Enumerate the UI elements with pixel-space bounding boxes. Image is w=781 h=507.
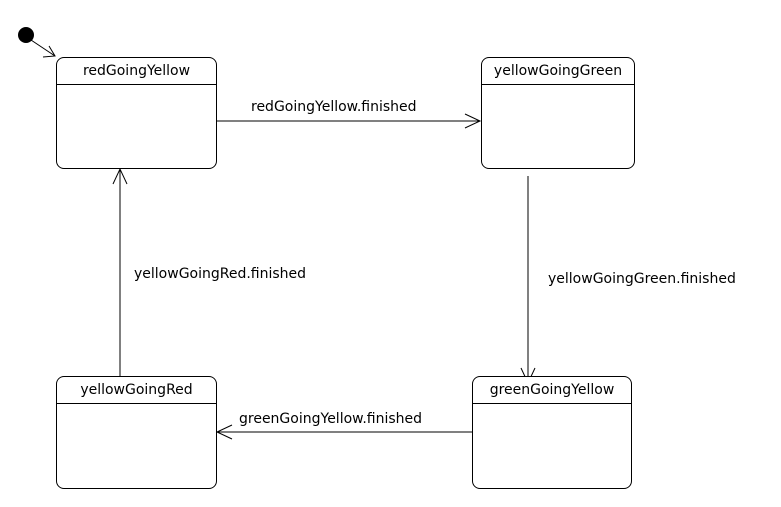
transition-label: greenGoingYellow.finished — [239, 411, 423, 427]
state-name: redGoingYellow — [57, 58, 216, 85]
initial-transition-arrowhead — [42, 45, 56, 58]
state-yellow-going-red: yellowGoingRed — [56, 376, 217, 489]
arrowhead-yellowred-to-red — [112, 167, 128, 185]
state-name: greenGoingYellow — [473, 377, 631, 404]
state-red-going-yellow: redGoingYellow — [56, 57, 217, 169]
state-yellow-going-green: yellowGoingGreen — [481, 57, 635, 169]
initial-transition-line — [30, 39, 56, 57]
state-name: yellowGoingGreen — [482, 58, 634, 85]
arrowhead-green-to-yellowred — [215, 424, 233, 440]
transition-label: yellowGoingGreen.finished — [548, 271, 736, 287]
state-name: yellowGoingRed — [57, 377, 216, 404]
transition-label: yellowGoingRed.finished — [134, 266, 307, 282]
state-green-going-yellow: greenGoingYellow — [472, 376, 632, 489]
transition-label: redGoingYellow.finished — [251, 99, 417, 115]
arrowhead-red-to-yellowgreen — [464, 113, 482, 129]
initial-state-dot — [18, 27, 34, 43]
